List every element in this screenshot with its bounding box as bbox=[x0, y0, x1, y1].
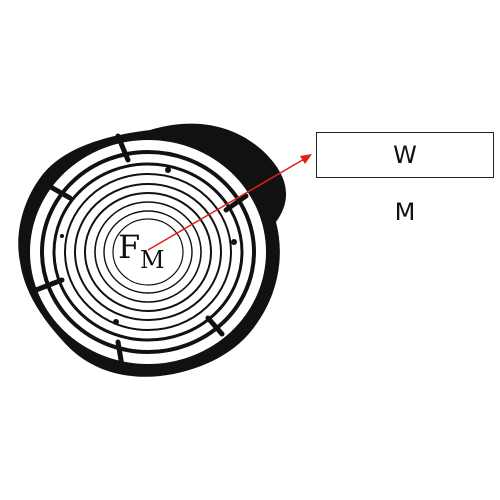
arrow-line bbox=[147, 157, 307, 251]
crack-6 bbox=[115, 339, 125, 369]
ring-7 bbox=[103, 210, 193, 294]
logo-monogram: F M bbox=[112, 228, 182, 278]
logo-letter-f: F bbox=[118, 228, 141, 266]
ring-8 bbox=[112, 218, 184, 286]
dot-3 bbox=[113, 319, 119, 325]
dot-4 bbox=[60, 234, 64, 238]
crack-2 bbox=[39, 179, 73, 201]
ring-3 bbox=[64, 173, 232, 331]
crack-3 bbox=[223, 193, 249, 213]
tree-ring-icon bbox=[18, 123, 287, 377]
crack-5 bbox=[205, 315, 225, 337]
ring-2 bbox=[52, 162, 244, 342]
label-box: W bbox=[316, 132, 494, 178]
crack-4 bbox=[33, 277, 65, 293]
arrow-head bbox=[300, 154, 312, 164]
arrow-icon bbox=[147, 154, 312, 251]
label-below: M bbox=[394, 198, 416, 226]
dot-2 bbox=[231, 239, 237, 245]
crack-1 bbox=[115, 133, 131, 163]
ring-5 bbox=[84, 192, 212, 312]
ring-1 bbox=[40, 150, 256, 354]
label-box-text: W bbox=[393, 141, 417, 169]
logo-letter-m: M bbox=[140, 246, 165, 274]
dot-1 bbox=[165, 167, 171, 173]
ring-6 bbox=[94, 201, 202, 303]
ring-4 bbox=[74, 183, 222, 321]
